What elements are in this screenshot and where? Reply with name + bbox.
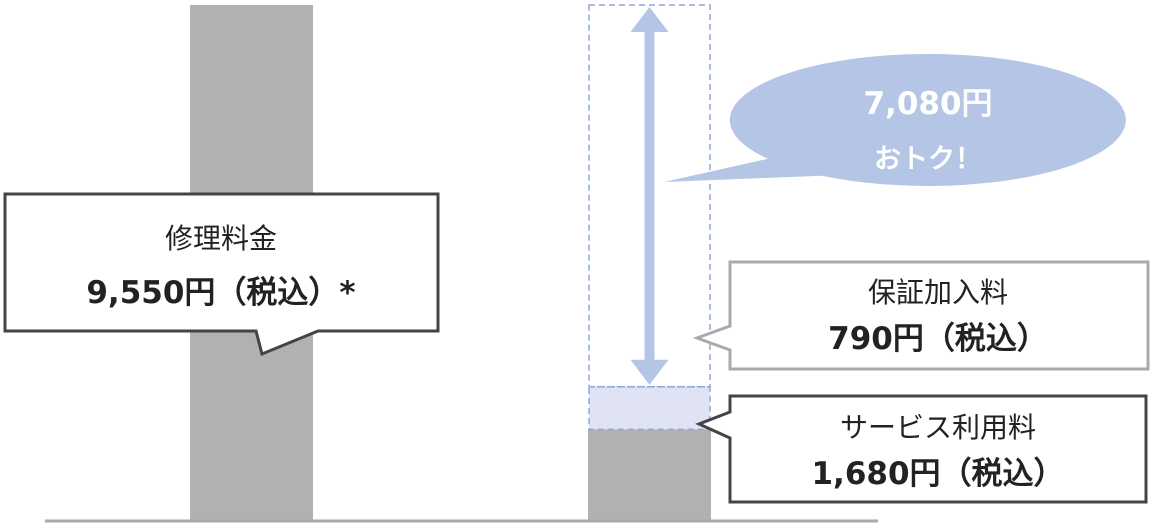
callout-repair-box bbox=[3, 192, 440, 357]
savings-text-label: おトク！ bbox=[874, 144, 982, 175]
arrow-head-up-icon bbox=[630, 7, 669, 32]
callout-service-title: サービス利用料 bbox=[840, 411, 1036, 444]
callout-repair: 修理料金 9,550円（税込）* bbox=[3, 192, 440, 357]
bubble-shape bbox=[664, 53, 1126, 186]
callout-guarantee-title: 保証加入料 bbox=[868, 276, 1008, 309]
savings-arrow bbox=[630, 7, 669, 385]
savings-outline bbox=[588, 4, 711, 388]
callout-guarantee-box bbox=[692, 260, 1150, 371]
bar-service bbox=[588, 429, 711, 520]
callout-guarantee-value: 790円（税込） bbox=[828, 321, 1048, 357]
callout-repair-value: 9,550円（税込）* bbox=[86, 275, 355, 311]
callout-service: サービス利用料 1,680円（税込） bbox=[695, 394, 1148, 504]
callout-service-box bbox=[695, 394, 1148, 504]
savings-bubble: 7,080円 おトク！ bbox=[664, 53, 1126, 186]
callout-repair-title: 修理料金 bbox=[165, 222, 277, 255]
arrow-head-down-icon bbox=[630, 359, 669, 385]
callout-guarantee: 保証加入料 790円（税込） bbox=[692, 260, 1150, 371]
callout-service-value: 1,680円（税込） bbox=[811, 456, 1064, 492]
bar-guarantee bbox=[588, 386, 711, 431]
savings-amount-label: 7,080円 bbox=[863, 86, 992, 122]
